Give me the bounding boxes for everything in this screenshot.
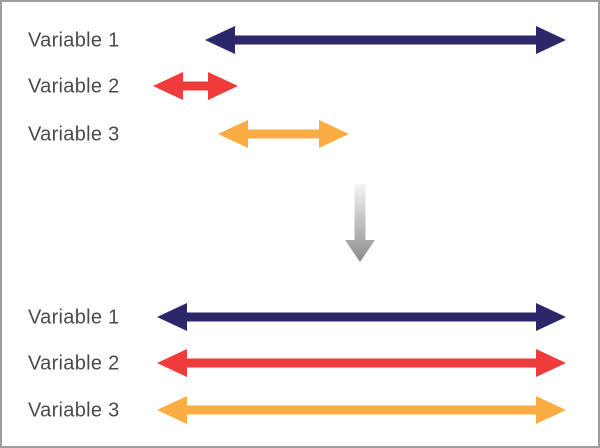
label-before-variable-2: Variable 2 <box>28 75 120 98</box>
label-after-variable-3: Variable 3 <box>28 399 120 422</box>
label-after-variable-2: Variable 2 <box>28 352 120 375</box>
double-arrow-before-variable-2 <box>153 72 238 100</box>
label-before-variable-3: Variable 3 <box>28 123 120 146</box>
double-arrow-before-variable-1 <box>205 26 566 54</box>
label-before-variable-1: Variable 1 <box>28 29 120 52</box>
double-arrow-after-variable-3 <box>157 396 566 424</box>
double-arrow-after-variable-1 <box>157 303 566 331</box>
double-arrow-before-variable-3 <box>218 120 349 148</box>
double-arrow-after-variable-2 <box>157 349 566 377</box>
transform-down-arrow <box>345 184 375 262</box>
label-after-variable-1: Variable 1 <box>28 306 120 329</box>
